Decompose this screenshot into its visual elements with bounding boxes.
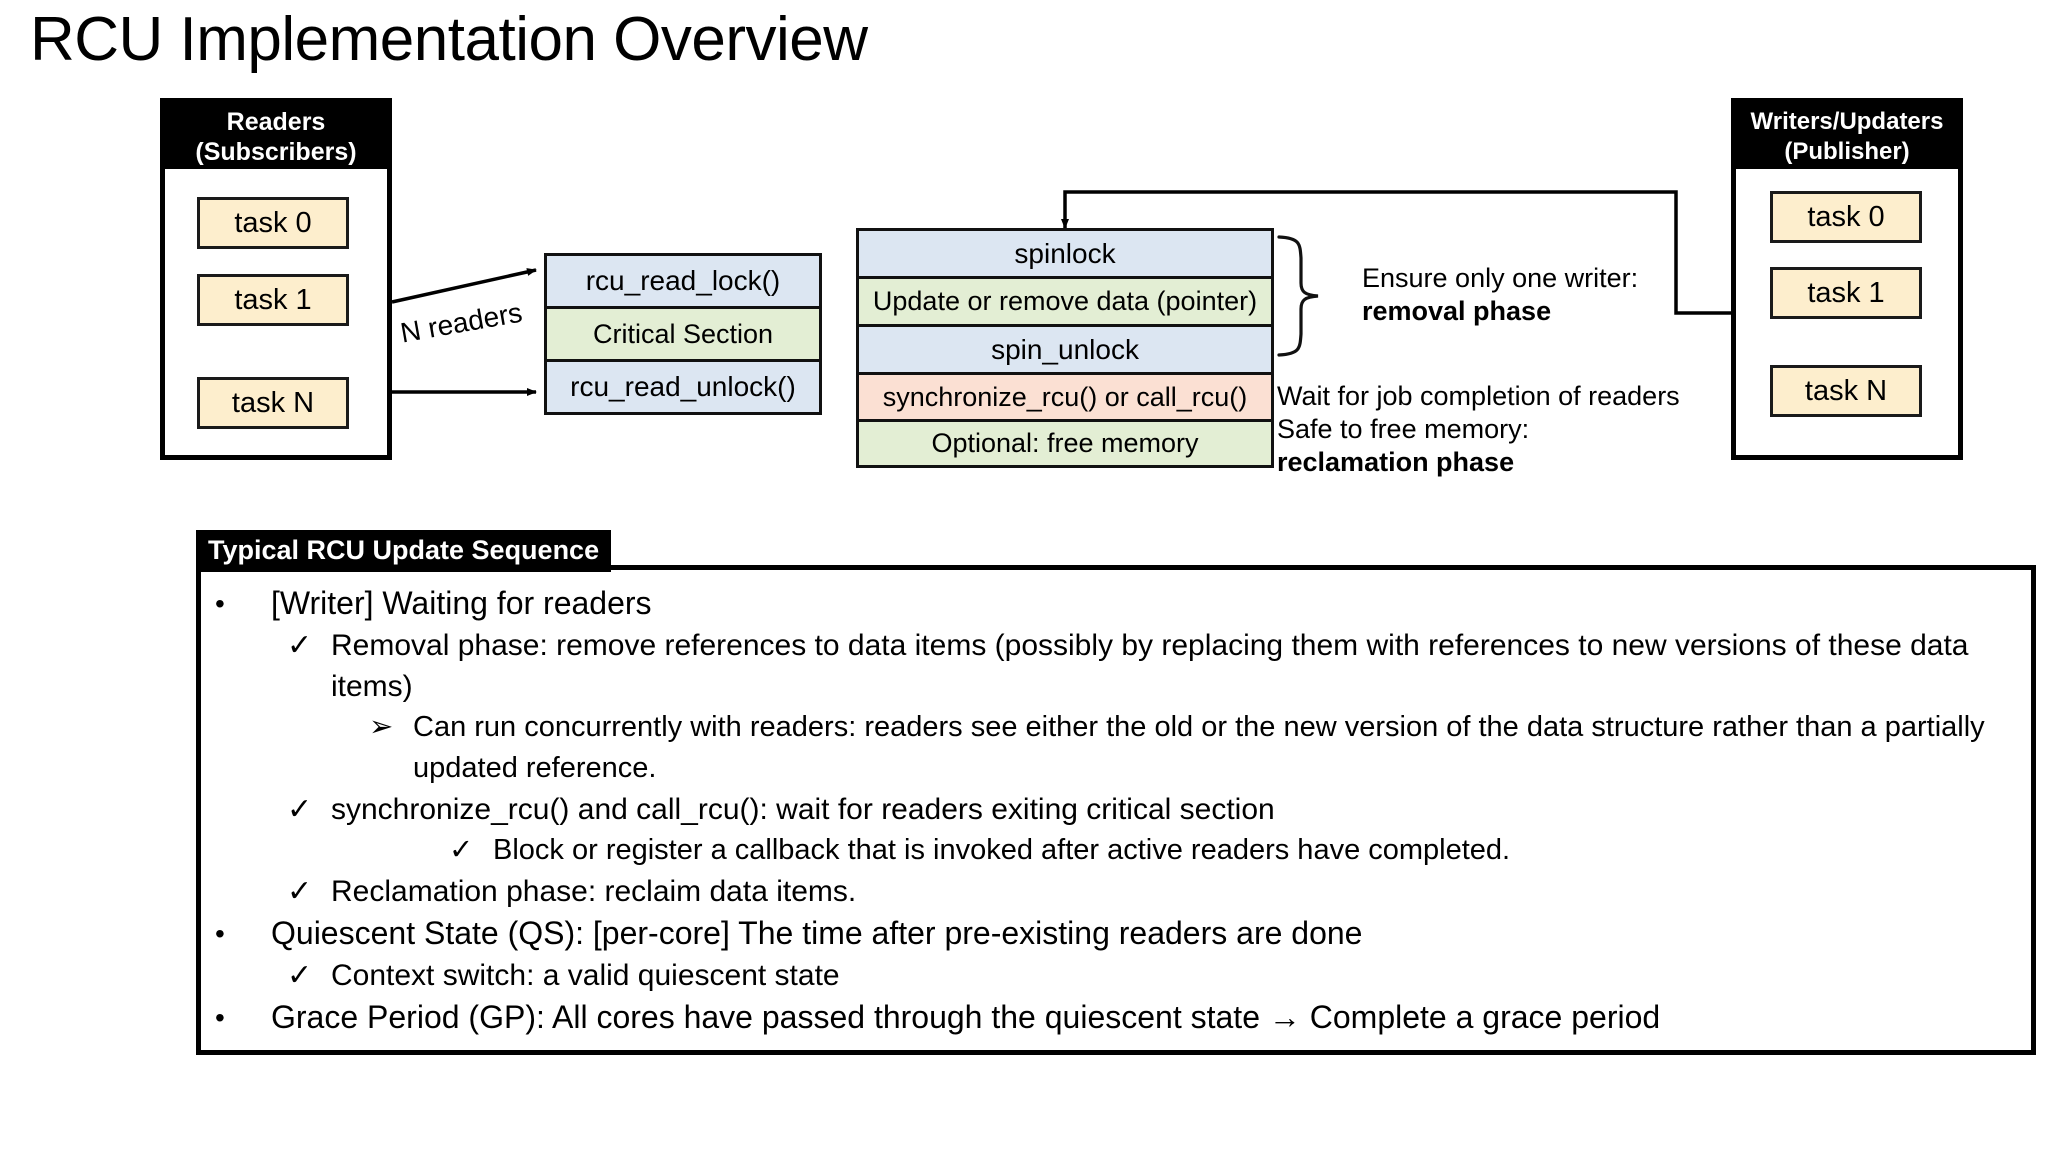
edge-label-n-readers: N readers <box>398 296 525 349</box>
stack-row-critical-section[interactable]: Critical Section <box>547 309 819 362</box>
readers-panel: Readers (Subscribers) task 0 task 1 task… <box>160 98 392 460</box>
stack-row-synchronize-rcu[interactable]: synchronize_rcu() or call_rcu() <box>859 375 1271 422</box>
annotation-removal-line1: Ensure only one writer: <box>1362 263 1639 293</box>
annotation-reclaim-line1: Wait for job completion of readers <box>1277 381 1680 411</box>
brace-removal-phase <box>1277 235 1319 357</box>
bullet-marker-icon: • <box>215 918 225 949</box>
reader-task-0[interactable]: task 0 <box>197 197 349 249</box>
writer-task-0[interactable]: task 0 <box>1770 191 1922 243</box>
bullet-marker-icon: ✓ <box>287 959 313 992</box>
annotation-reclaim-line3: reclamation phase <box>1277 447 1515 477</box>
sequence-item-text: Context switch: a valid quiescent state <box>331 959 840 992</box>
writers-header-line2: (Publisher) <box>1784 138 1910 165</box>
bullet-marker-icon: • <box>215 1002 225 1033</box>
stack-row-update-remove[interactable]: Update or remove data (pointer) <box>859 279 1271 327</box>
sequence-item-text: Grace Period (GP): All cores have passed… <box>271 999 1661 1035</box>
bullet-marker-icon: ✓ <box>287 875 313 908</box>
sequence-item: ✓ Reclamation phase: reclaim data items. <box>287 871 2031 912</box>
sequence-item: ✓ Context switch: a valid quiescent state <box>287 955 2031 996</box>
sequence-panel: • [Writer] Waiting for readers ✓ Removal ph… <box>196 565 2036 1055</box>
sequence-item-text: Can run concurrently with readers: reade… <box>413 711 1985 784</box>
writers-panel-header: Writers/Updaters (Publisher) <box>1736 103 1958 169</box>
readers-panel-header: Readers (Subscribers) <box>165 103 387 169</box>
annotation-removal-phase: Ensure only one writer: removal phase <box>1362 262 1638 328</box>
annotation-reclamation-phase: Wait for job completion of readers Safe … <box>1277 380 1680 479</box>
bullet-marker-icon: ✓ <box>287 793 313 826</box>
sequence-item-text: synchronize_rcu() and call_rcu(): wait f… <box>331 793 1275 826</box>
sequence-item-text: Block or register a callback that is inv… <box>493 834 1511 866</box>
stack-row-optional-free-mem[interactable]: Optional: free memory <box>859 422 1271 465</box>
bullet-marker-icon: ✓ <box>449 834 474 866</box>
sequence-item-text: Removal phase: remove references to data… <box>331 629 1969 703</box>
sequence-item: ✓ Removal phase: remove references to dat… <box>287 625 2031 707</box>
bullet-marker-icon: ➢ <box>369 711 394 743</box>
sequence-title: Typical RCU Update Sequence <box>196 530 612 572</box>
sequence-item: ✓ synchronize_rcu() and call_rcu(): wait … <box>287 789 2031 830</box>
writer-operations-stack: spinlock Update or remove data (pointer)… <box>856 228 1274 468</box>
bullet-marker-icon: • <box>215 588 225 619</box>
sequence-item-text: Quiescent State (QS): [per-core] The tim… <box>271 915 1363 951</box>
stack-row-rcu-read-unlock[interactable]: rcu_read_unlock() <box>547 362 819 412</box>
writers-panel: Writers/Updaters (Publisher) task 0 task… <box>1731 98 1963 460</box>
reader-task-1[interactable]: task 1 <box>197 274 349 326</box>
writer-task-n[interactable]: task N <box>1770 365 1922 417</box>
reader-task-n[interactable]: task N <box>197 377 349 429</box>
readers-header-line1: Readers <box>226 108 326 136</box>
readers-header-line2: (Subscribers) <box>195 138 357 166</box>
writers-header-line1: Writers/Updaters <box>1750 108 1944 135</box>
sequence-list: • [Writer] Waiting for readers ✓ Removal ph… <box>201 582 2031 1039</box>
sequence-item: • Grace Period (GP): All cores have passe… <box>215 996 2031 1039</box>
sequence-item: ➢ Can run concurrently with readers: read… <box>369 707 2031 789</box>
reader-critical-section-stack: rcu_read_lock() Critical Section rcu_rea… <box>544 253 822 415</box>
sequence-item-text: Reclamation phase: reclaim data items. <box>331 875 857 908</box>
stack-row-rcu-read-lock[interactable]: rcu_read_lock() <box>547 256 819 309</box>
writers-panel-body: task 0 task 1 task N <box>1736 169 1958 455</box>
sequence-item: • Quiescent State (QS): [per-core] The ti… <box>215 912 2031 955</box>
page-title: RCU Implementation Overview <box>30 5 868 74</box>
readers-panel-body: task 0 task 1 task N <box>165 169 387 455</box>
annotation-removal-line2: removal phase <box>1362 296 1552 326</box>
writer-task-1[interactable]: task 1 <box>1770 267 1922 319</box>
stack-row-spin-unlock[interactable]: spin_unlock <box>859 327 1271 375</box>
sequence-item: ✓ Block or register a callback that is in… <box>449 830 2031 871</box>
sequence-item: • [Writer] Waiting for readers <box>215 582 2031 625</box>
sequence-item-text: [Writer] Waiting for readers <box>271 585 652 621</box>
bullet-marker-icon: ✓ <box>287 629 313 662</box>
stack-row-spinlock[interactable]: spinlock <box>859 231 1271 279</box>
annotation-reclaim-line2: Safe to free memory: <box>1277 414 1530 444</box>
